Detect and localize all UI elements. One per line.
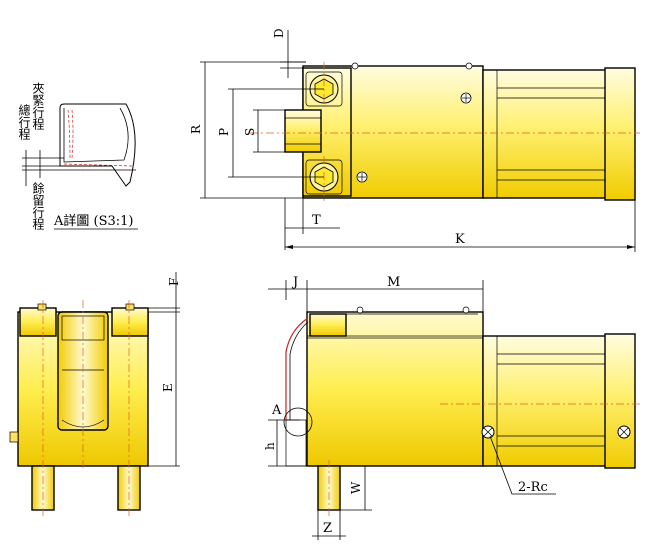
dim-label-e: E (161, 383, 175, 392)
top-motor-cap (604, 67, 636, 201)
top-shaft (284, 109, 322, 153)
front-view: F E (9, 272, 181, 516)
detail-a: 總行程 夾緊行程 餘留行程 A詳圖 (S3:1) (17, 82, 138, 231)
clamp-stroke-label: 夾緊行程 (31, 82, 45, 131)
port-icon (481, 425, 495, 439)
side-view: A J M h W Z 2-Rc (263, 275, 640, 540)
dim-label-s: S (243, 128, 257, 136)
dim-label-j: J (291, 275, 298, 290)
dim-label-k: K (455, 232, 465, 247)
port-leader-label: 2-Rc (518, 480, 548, 495)
total-stroke-label: 總行程 (17, 103, 31, 141)
side-motor (482, 335, 609, 467)
port-icon (617, 425, 631, 439)
top-motor (482, 69, 609, 199)
dim-label-p: P (217, 128, 231, 136)
dim-label-d: D (272, 28, 286, 38)
dim-label-m: M (387, 275, 400, 290)
dim-label-w: W (349, 481, 363, 494)
dim-label-z: Z (323, 521, 332, 536)
dim-label-t: T (312, 213, 321, 228)
remaining-stroke-label: 餘留行程 (31, 181, 45, 231)
top-view: D R P S T K (189, 28, 640, 252)
dim-label-f: F (167, 278, 181, 286)
dim-label-h: h (263, 442, 277, 450)
detail-title: A詳圖 (S3:1) (53, 213, 134, 229)
detail-a-marker: A (271, 403, 282, 418)
dim-label-r: R (189, 124, 203, 134)
